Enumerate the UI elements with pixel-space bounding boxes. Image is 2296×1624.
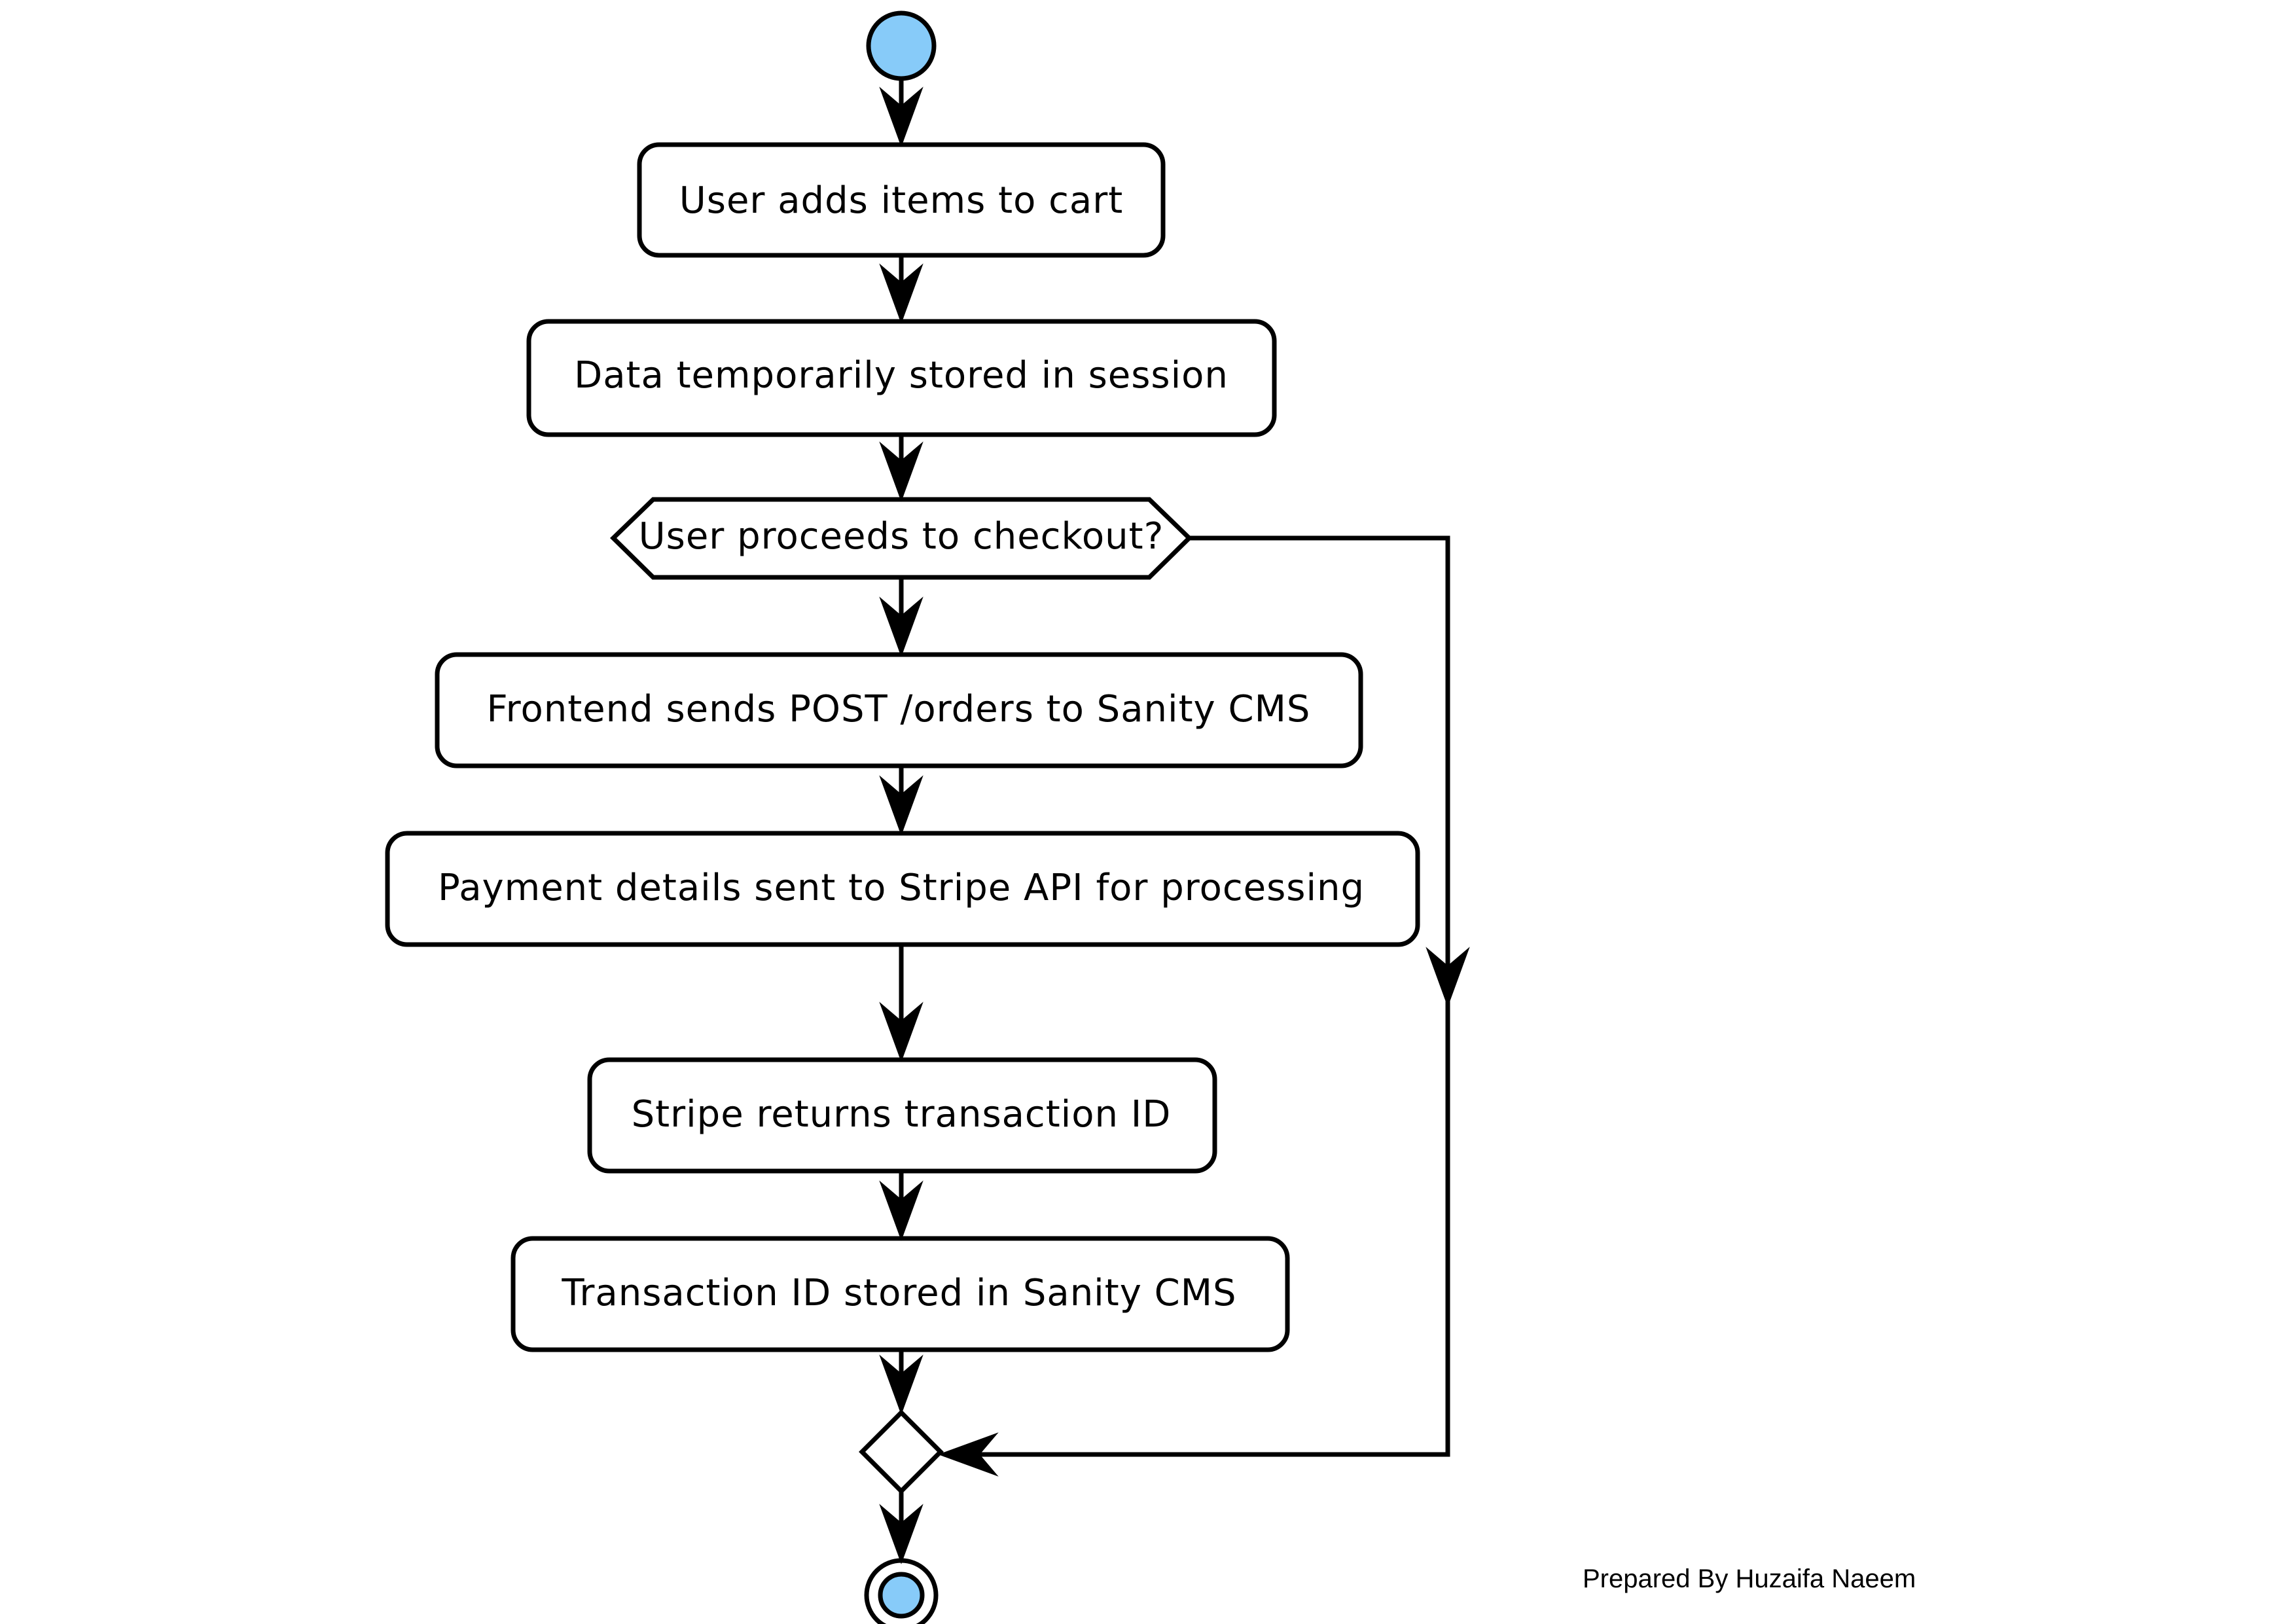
initial-node [866,10,937,81]
merge-node [859,1409,944,1494]
arrowhead [879,1001,924,1062]
action-stripe-return: Stripe returns transaction ID [587,1057,1217,1174]
arrowhead [879,1180,924,1241]
action-store-id: Transaction ID stored in Sanity CMS [511,1236,1290,1352]
action-label: Frontend sends POST /orders to Sanity CM… [487,688,1311,731]
arrowhead [879,263,924,324]
arrowhead [1426,947,1470,1007]
arrowhead [938,1432,999,1477]
action-stripe-process: Payment details sent to Stripe API for p… [385,831,1420,947]
decision-label: User proceeds to checkout? [639,515,1164,558]
final-node-core [878,1572,925,1619]
arrowhead [879,1504,924,1564]
action-session: Data temporarily stored in session [526,319,1277,437]
arrowheads [879,86,1470,1564]
action-label: Payment details sent to Stripe API for p… [438,867,1365,909]
action-post-orders: Frontend sends POST /orders to Sanity CM… [435,652,1363,768]
action-label: Data temporarily stored in session [574,354,1229,397]
arrowhead [879,596,924,657]
final-node [864,1558,939,1624]
action-label: User adds items to cart [679,179,1123,222]
action-add-items: User adds items to cart [637,142,1166,258]
arrowhead [879,1354,924,1415]
action-label: Stripe returns transaction ID [632,1093,1172,1136]
action-label: Transaction ID stored in Sanity CMS [561,1272,1236,1314]
arrowhead [879,86,924,147]
arrowhead [879,775,924,836]
decision-checkout: User proceeds to checkout? [609,497,1193,580]
arrowhead [879,441,924,502]
credit-text: Prepared By Huzaifa Naeem [1583,1564,1916,1593]
